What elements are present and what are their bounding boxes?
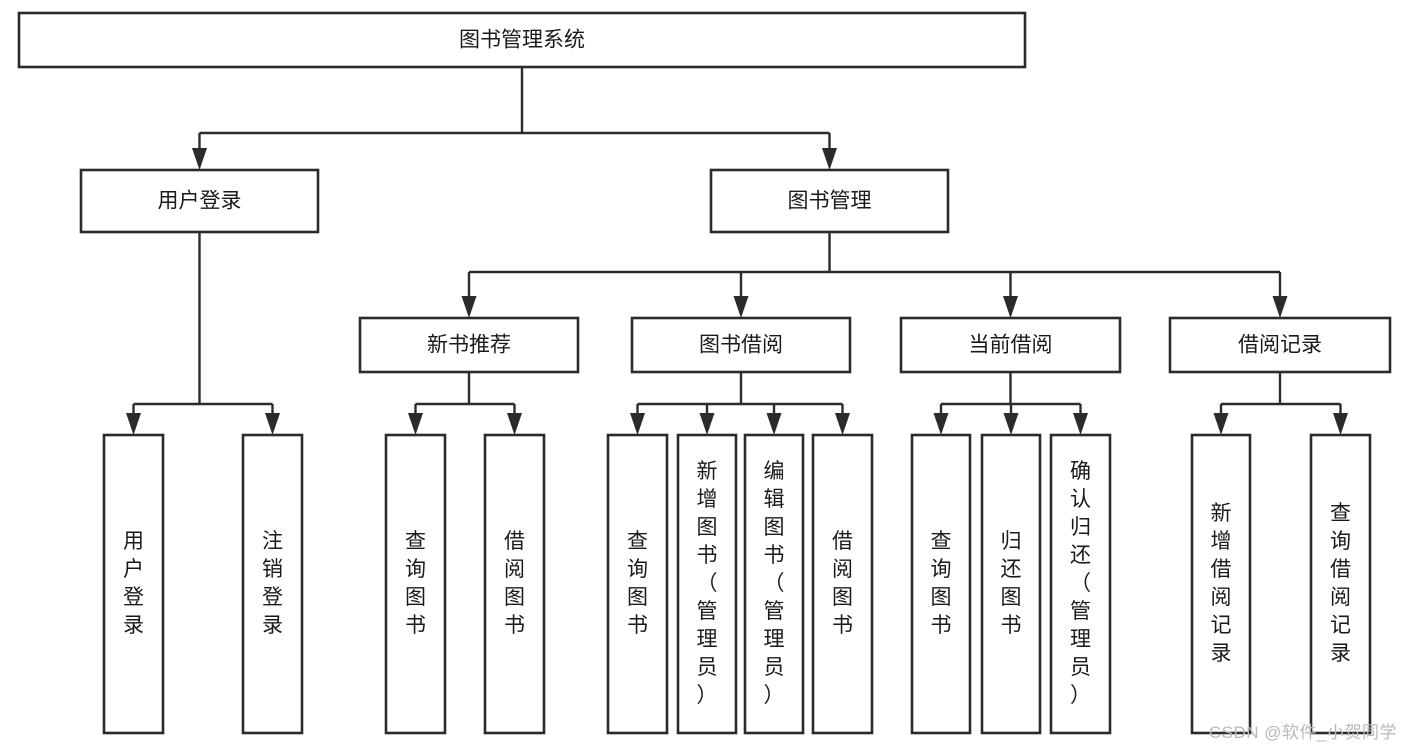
connector-group-book-borrow — [630, 372, 850, 435]
node-label: 用户登录 — [123, 530, 144, 637]
arrowhead-icon — [733, 296, 749, 318]
node-box — [1309, 433, 1372, 735]
node-label: 图书管理 — [788, 190, 872, 213]
node-borrow-record[interactable]: 借阅记录 — [1168, 316, 1392, 374]
node-label: 归还图书 — [1001, 530, 1022, 637]
node-label: 新增借阅记录 — [1211, 502, 1232, 665]
arrowhead-icon — [699, 413, 715, 435]
node-leaf-br-query[interactable]: 查询借阅记录 — [1309, 433, 1372, 735]
node-label: 图书管理系统 — [459, 29, 585, 52]
arrowhead-icon — [461, 296, 477, 318]
node-layer: 图书管理系统用户登录图书管理新书推荐图书借阅当前借阅借阅记录用户登录注销登录查询… — [17, 11, 1392, 735]
node-label: 新书推荐 — [427, 334, 511, 357]
node-leaf-user-login[interactable]: 用户登录 — [102, 433, 165, 735]
connector-group-root — [192, 67, 837, 170]
node-new-book-rec[interactable]: 新书推荐 — [358, 316, 580, 374]
node-book-borrow[interactable]: 图书借阅 — [630, 316, 852, 374]
node-leaf-bb-query[interactable]: 查询图书 — [606, 433, 669, 735]
node-label: 查询图书 — [405, 530, 426, 637]
node-box — [910, 433, 972, 735]
node-leaf-cb-query[interactable]: 查询图书 — [910, 433, 972, 735]
node-user-login[interactable]: 用户登录 — [79, 168, 320, 234]
node-box — [17, 11, 1027, 69]
arrowhead-icon — [192, 148, 207, 170]
node-leaf-user-logout[interactable]: 注销登录 — [241, 433, 304, 735]
node-leaf-cb-return[interactable]: 归还图书 — [980, 433, 1042, 735]
node-leaf-bb-borrow[interactable]: 借阅图书 — [811, 433, 874, 735]
node-book-manage[interactable]: 图书管理 — [709, 168, 950, 234]
node-box — [743, 433, 805, 735]
arrowhead-icon — [507, 413, 522, 435]
node-box — [630, 316, 852, 374]
arrowhead-icon — [1333, 413, 1348, 435]
node-box — [1168, 316, 1392, 374]
node-label: 查询借阅记录 — [1330, 502, 1351, 665]
node-box — [899, 316, 1122, 374]
node-label: 注销登录 — [262, 530, 283, 637]
arrowhead-icon — [630, 413, 645, 435]
node-box — [811, 433, 874, 735]
node-box — [241, 433, 304, 735]
node-leaf-rec-borrow[interactable]: 借阅图书 — [483, 433, 546, 735]
arrowhead-icon — [835, 413, 850, 435]
node-box — [1049, 433, 1112, 735]
arrowhead-icon — [265, 413, 280, 435]
node-root[interactable]: 图书管理系统 — [17, 11, 1027, 69]
arrowhead-icon — [126, 413, 141, 435]
connector-group-current-borrow — [933, 372, 1088, 435]
arrowhead-icon — [1213, 413, 1229, 435]
arrowhead-icon — [1073, 413, 1088, 435]
connector-group-borrow-record — [1213, 372, 1348, 435]
node-label: 借阅图书 — [504, 530, 525, 637]
node-current-borrow[interactable]: 当前借阅 — [899, 316, 1122, 374]
node-leaf-bb-add[interactable]: 新增图书（管理员） — [676, 433, 738, 735]
node-leaf-rec-query[interactable]: 查询图书 — [384, 433, 447, 735]
node-label: 图书借阅 — [699, 334, 783, 357]
connector-group-user-login — [126, 232, 280, 435]
node-box — [483, 433, 546, 735]
connector-group-book-manage — [461, 232, 1288, 318]
node-box — [1190, 433, 1252, 735]
node-box — [709, 168, 950, 234]
arrowhead-icon — [766, 413, 782, 435]
node-box — [384, 433, 447, 735]
node-box — [676, 433, 738, 735]
node-label: 查询图书 — [931, 530, 952, 637]
arrowhead-icon — [1003, 413, 1019, 435]
arrowhead-icon — [1003, 296, 1018, 318]
arrowhead-icon — [822, 148, 837, 170]
arrowhead-icon — [933, 413, 949, 435]
node-label: 新增图书（管理员） — [697, 460, 718, 707]
node-box — [79, 168, 320, 234]
node-box — [102, 433, 165, 735]
node-box — [358, 316, 580, 374]
node-label: 当前借阅 — [969, 334, 1053, 357]
node-label: 编辑图书（管理员） — [764, 460, 785, 707]
arrowhead-icon — [1272, 296, 1288, 318]
node-leaf-bb-edit[interactable]: 编辑图书（管理员） — [743, 433, 805, 735]
node-label: 查询图书 — [627, 530, 648, 637]
node-box — [980, 433, 1042, 735]
node-label: 借阅图书 — [832, 530, 853, 637]
node-leaf-br-add[interactable]: 新增借阅记录 — [1190, 433, 1252, 735]
node-label: 确认归还（管理员） — [1070, 460, 1091, 707]
arrowhead-icon — [408, 413, 423, 435]
connector-layer — [126, 67, 1348, 435]
node-box — [606, 433, 669, 735]
node-label: 借阅记录 — [1238, 334, 1322, 357]
connector-group-new-book-rec — [408, 372, 522, 435]
node-leaf-cb-confirm[interactable]: 确认归还（管理员） — [1049, 433, 1112, 735]
node-label: 用户登录 — [158, 190, 242, 213]
